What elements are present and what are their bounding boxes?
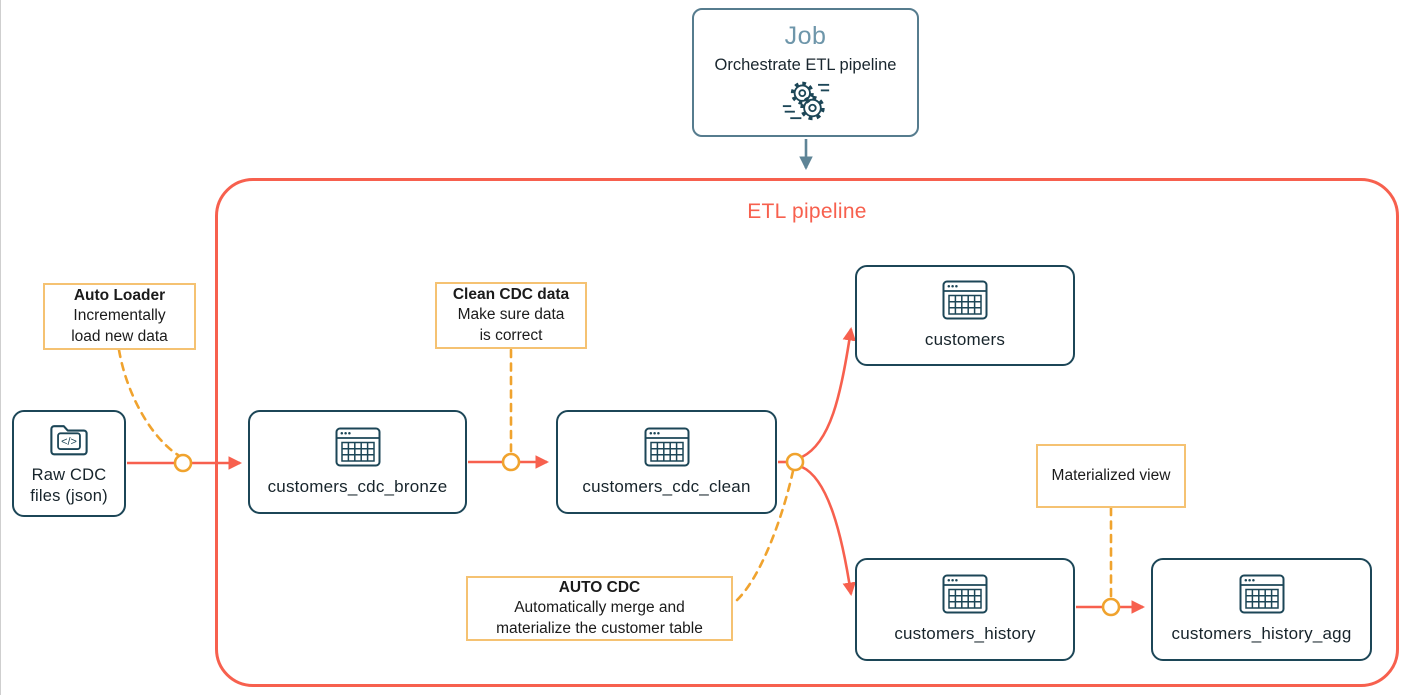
connector-branch-to-history	[801, 465, 856, 597]
node-label: customers_history	[894, 624, 1036, 644]
node-customers-cdc-clean: customers_cdc_clean	[556, 410, 777, 514]
note-title: AUTO CDC	[558, 579, 641, 597]
note-clean-cdc-data: Clean CDC data Make sure data is correct	[435, 282, 587, 349]
table-icon	[335, 427, 381, 467]
connector-autoloader-note	[117, 348, 180, 457]
note-auto-loader: Auto Loader Incrementally load new data	[43, 283, 196, 350]
page-left-edge	[0, 0, 1, 695]
node-label: customers_cdc_bronze	[267, 476, 448, 496]
note-label: Materialized view	[1051, 466, 1171, 484]
pipeline-container	[215, 178, 1399, 687]
note-auto-cdc: AUTO CDC Automatically merge and materia…	[466, 576, 733, 641]
node-customers-history-agg: customers_history_agg	[1151, 558, 1372, 661]
job-title: Job	[784, 22, 827, 50]
note-body: Incrementally load new data	[71, 307, 168, 345]
connector-autocdc-note	[734, 469, 795, 603]
note-body: Automatically merge and materialize the …	[496, 599, 703, 637]
node-customers-cdc-bronze: customers_cdc_bronze	[248, 410, 467, 514]
connector-branch-to-customers	[801, 326, 857, 459]
note-title: Auto Loader	[73, 287, 166, 305]
node-customers: customers	[855, 265, 1075, 366]
pipeline-title: ETL pipeline	[747, 200, 867, 223]
job-box: Job Orchestrate ETL pipeline	[692, 8, 919, 137]
note-materialized-view: Materialized view	[1036, 444, 1186, 508]
note-title: Clean CDC data	[452, 286, 570, 304]
joint-materializedview	[1101, 597, 1121, 617]
table-icon	[942, 574, 988, 614]
node-label: customers	[924, 330, 1006, 350]
table-icon	[942, 280, 988, 320]
joint-autoloader	[173, 453, 193, 473]
job-subtitle: Orchestrate ETL pipeline	[714, 56, 897, 74]
joint-branch	[785, 452, 805, 472]
node-label: customers_cdc_clean	[582, 476, 751, 496]
node-label: Raw CDC files (json)	[30, 466, 108, 505]
table-icon	[1239, 574, 1285, 614]
table-icon	[644, 427, 690, 467]
node-customers-history: customers_history	[855, 558, 1075, 661]
joint-cleancdc	[501, 452, 521, 472]
node-raw-cdc-files: Raw CDC files (json)	[12, 410, 126, 517]
folder-code-icon	[46, 420, 92, 460]
node-label: customers_history_agg	[1171, 624, 1352, 644]
gears-icon	[781, 80, 831, 123]
note-body: Make sure data is correct	[457, 306, 565, 344]
